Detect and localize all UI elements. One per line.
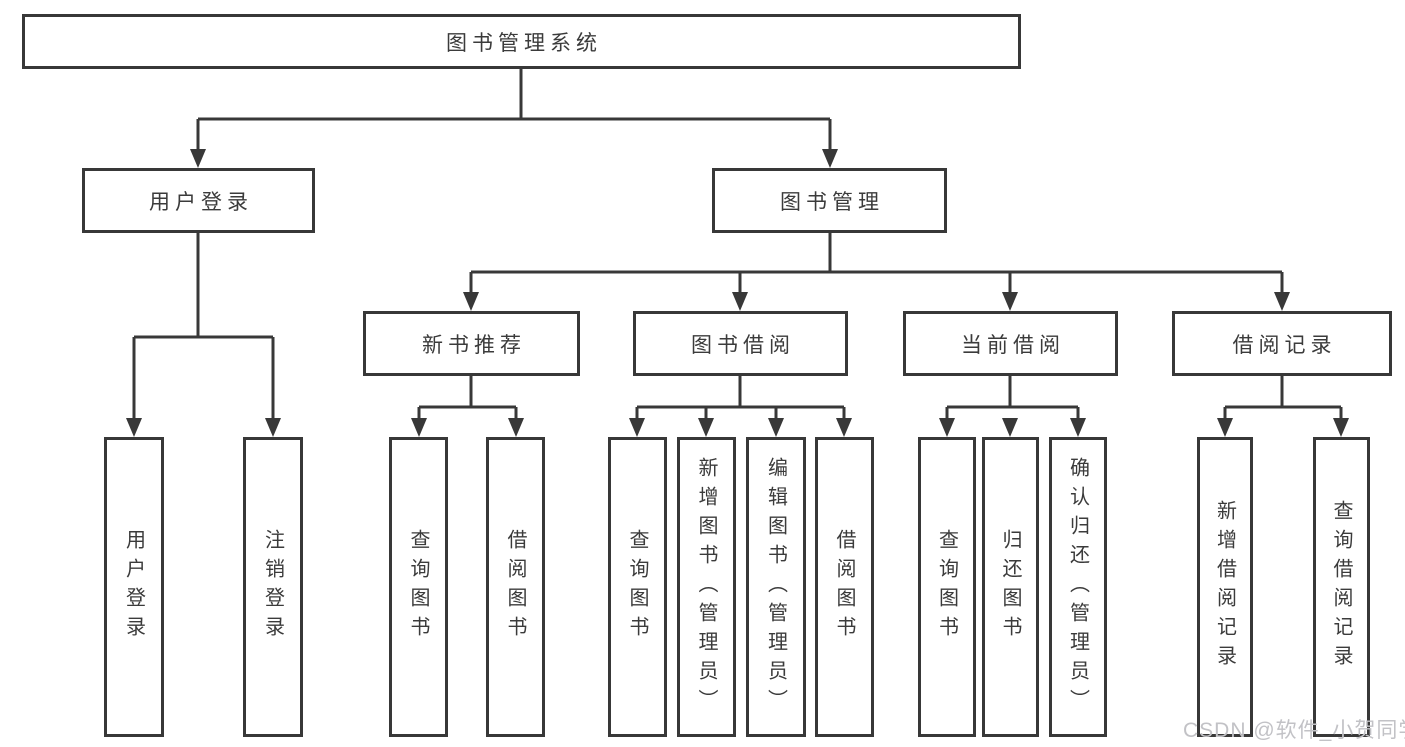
arrow-down-icon	[939, 418, 955, 437]
arrow-down-icon	[822, 149, 838, 168]
watermark: CSDN @软件_小贺同学	[1183, 719, 1405, 742]
arrow-down-icon	[698, 418, 714, 437]
node-book-management: 图书管理	[712, 168, 947, 233]
arrow-down-icon	[732, 292, 748, 311]
leaf-user-login: 用户登录	[104, 437, 164, 737]
leaf-borrowing-query-books: 查询图书	[608, 437, 667, 737]
arrow-down-icon	[1002, 418, 1018, 437]
arrow-down-icon	[508, 418, 524, 437]
leaf-newbooks-query-books: 查询图书	[389, 437, 448, 737]
arrow-down-icon	[629, 418, 645, 437]
leaf-newbooks-borrow-books: 借阅图书	[486, 437, 545, 737]
leaf-borrowing-edit-books-admin: 编辑图书（管理员）	[746, 437, 806, 737]
leaf-current-confirm-return-admin: 确认归还（管理员）	[1049, 437, 1107, 737]
arrow-down-icon	[1274, 292, 1290, 311]
arrow-down-icon	[836, 418, 852, 437]
node-current-borrowing: 当前借阅	[903, 311, 1118, 376]
arrow-down-icon	[1070, 418, 1086, 437]
arrow-down-icon	[126, 418, 142, 437]
leaf-logout: 注销登录	[243, 437, 303, 737]
node-new-book-recommend: 新书推荐	[363, 311, 580, 376]
node-borrow-records: 借阅记录	[1172, 311, 1392, 376]
arrow-down-icon	[768, 418, 784, 437]
leaf-borrowing-borrow-books: 借阅图书	[815, 437, 874, 737]
arrow-down-icon	[1002, 292, 1018, 311]
leaf-records-add-record: 新增借阅记录	[1197, 437, 1253, 737]
leaf-current-query-books: 查询图书	[918, 437, 976, 737]
leaf-records-query-record: 查询借阅记录	[1313, 437, 1370, 737]
node-library-management-system: 图书管理系统	[22, 14, 1021, 69]
leaf-borrowing-add-books-admin: 新增图书（管理员）	[677, 437, 736, 737]
arrowheads	[126, 149, 1349, 437]
arrow-down-icon	[190, 149, 206, 168]
node-book-borrowing: 图书借阅	[633, 311, 848, 376]
arrow-down-icon	[1217, 418, 1233, 437]
leaf-current-return-books: 归还图书	[982, 437, 1039, 737]
node-user-login: 用户登录	[82, 168, 315, 233]
tree-edges	[132, 69, 1343, 420]
arrow-down-icon	[411, 418, 427, 437]
arrow-down-icon	[265, 418, 281, 437]
arrow-down-icon	[1333, 418, 1349, 437]
arrow-down-icon	[463, 292, 479, 311]
